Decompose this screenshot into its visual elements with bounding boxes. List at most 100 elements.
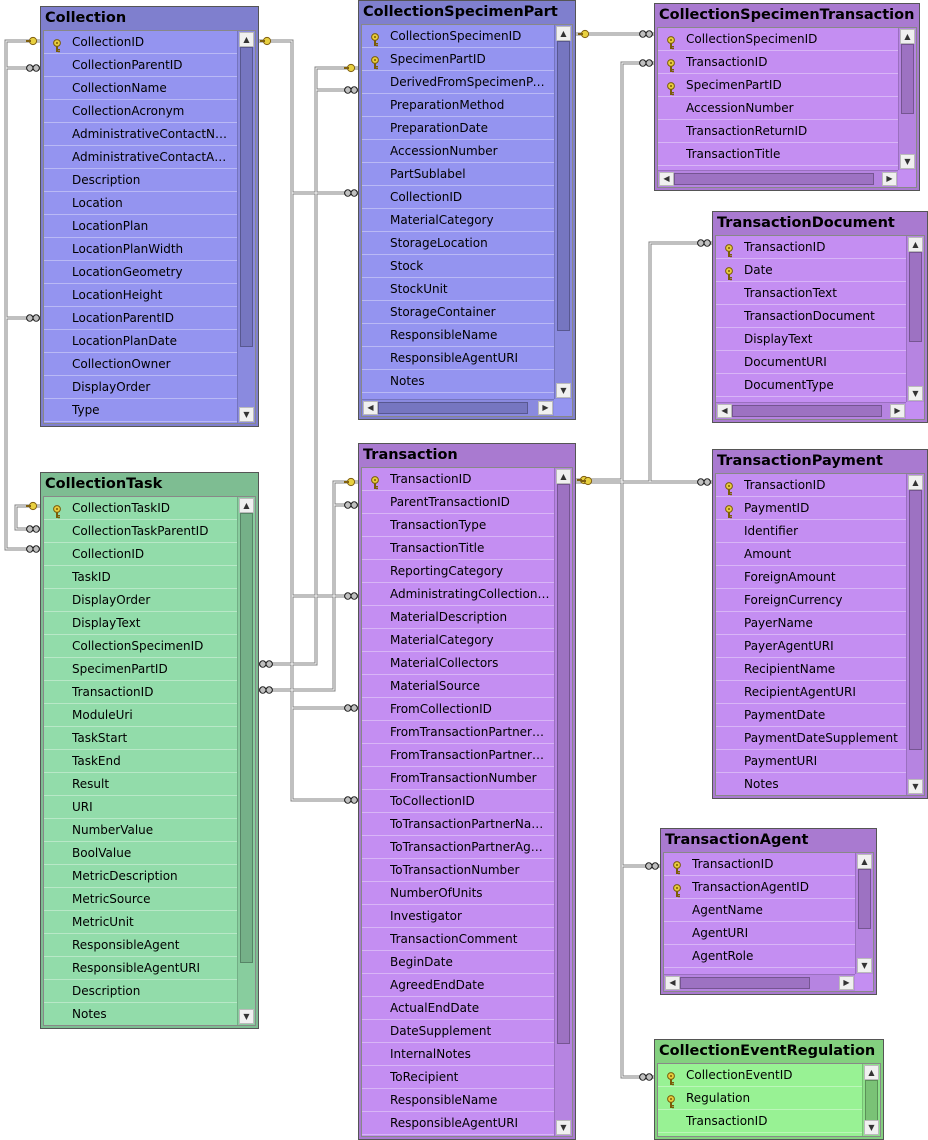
vertical-scrollbar[interactable]: ▲▼: [554, 25, 572, 399]
column-row[interactable]: TransactionID: [44, 681, 237, 704]
scrollbar-thumb[interactable]: [240, 47, 253, 347]
column-row[interactable]: LocationGeometry: [44, 261, 237, 284]
column-row[interactable]: Result: [44, 773, 237, 796]
column-row[interactable]: Location: [44, 192, 237, 215]
column-row[interactable]: TransactionDocument: [716, 305, 906, 328]
column-row[interactable]: PayerAgentURI: [716, 635, 906, 658]
column-row[interactable]: Date: [716, 259, 906, 282]
column-row[interactable]: MaterialCategory: [362, 629, 554, 652]
column-row[interactable]: DisplayOrder: [44, 376, 237, 399]
scroll-right-arrow-icon[interactable]: ▶: [839, 976, 854, 990]
scrollbar-thumb[interactable]: [674, 173, 874, 185]
scroll-up-arrow-icon[interactable]: ▲: [908, 475, 923, 490]
column-row[interactable]: CollectionID: [44, 543, 237, 566]
column-row[interactable]: ToTransactionPartnerAgent...: [362, 836, 554, 859]
scroll-right-arrow-icon[interactable]: ▶: [538, 401, 553, 415]
column-row[interactable]: MaterialCategory: [362, 209, 554, 232]
column-row[interactable]: AgentName: [664, 899, 855, 922]
column-row[interactable]: MaterialSource: [362, 675, 554, 698]
column-row[interactable]: MetricDescription: [44, 865, 237, 888]
column-row[interactable]: TaskStart: [44, 727, 237, 750]
table-title[interactable]: TransactionAgent: [661, 829, 876, 851]
column-row[interactable]: Description: [44, 980, 237, 1003]
column-row[interactable]: ForeignAmount: [716, 566, 906, 589]
scroll-down-arrow-icon[interactable]: ▼: [908, 779, 923, 794]
column-row[interactable]: TransactionText: [716, 282, 906, 305]
scroll-right-arrow-icon[interactable]: ▶: [882, 172, 897, 186]
column-row[interactable]: DisplayText: [716, 328, 906, 351]
column-row[interactable]: CollectionSpecimenID: [362, 25, 554, 48]
column-row[interactable]: FromTransactionNumber: [362, 767, 554, 790]
column-row[interactable]: ResponsibleName: [362, 324, 554, 347]
column-row[interactable]: ResponsibleAgent: [44, 934, 237, 957]
column-row[interactable]: CollectionTaskParentID: [44, 520, 237, 543]
column-row[interactable]: DerivedFromSpecimenPartID: [362, 71, 554, 94]
column-row[interactable]: RecipientName: [716, 658, 906, 681]
table-title[interactable]: Transaction: [359, 444, 575, 466]
column-row[interactable]: DisplayOrder: [44, 589, 237, 612]
column-row[interactable]: PaymentURI: [716, 750, 906, 773]
scroll-down-arrow-icon[interactable]: ▼: [556, 383, 571, 398]
column-row[interactable]: AccessionNumber: [362, 140, 554, 163]
horizontal-scrollbar[interactable]: ◀▶: [716, 402, 906, 419]
column-row[interactable]: LocationPlanDate: [44, 330, 237, 353]
scrollbar-thumb[interactable]: [909, 490, 922, 750]
scroll-up-arrow-icon[interactable]: ▲: [900, 29, 915, 44]
column-row[interactable]: Stock: [362, 255, 554, 278]
vertical-scrollbar[interactable]: ▲▼: [862, 1064, 880, 1136]
scroll-down-arrow-icon[interactable]: ▼: [900, 154, 915, 169]
column-row[interactable]: AdministratingCollectionID: [362, 583, 554, 606]
scroll-up-arrow-icon[interactable]: ▲: [857, 854, 872, 869]
scrollbar-thumb[interactable]: [557, 41, 570, 331]
column-row[interactable]: ResponsibleAgentURI: [362, 1112, 554, 1135]
scroll-down-arrow-icon[interactable]: ▼: [556, 1120, 571, 1135]
vertical-scrollbar[interactable]: ▲▼: [237, 497, 255, 1025]
column-row[interactable]: CollectionTaskID: [44, 497, 237, 520]
column-row[interactable]: PreparationMethod: [362, 94, 554, 117]
scroll-down-arrow-icon[interactable]: ▼: [857, 958, 872, 973]
column-row[interactable]: CollectionAcronym: [44, 100, 237, 123]
column-row[interactable]: ForeignCurrency: [716, 589, 906, 612]
column-row[interactable]: BeginDate: [362, 951, 554, 974]
scroll-up-arrow-icon[interactable]: ▲: [864, 1065, 879, 1080]
column-row[interactable]: StorageContainer: [362, 301, 554, 324]
column-row[interactable]: Identifier: [716, 520, 906, 543]
column-row[interactable]: TransactionAgentID: [664, 876, 855, 899]
table-title[interactable]: CollectionEventRegulation: [655, 1040, 883, 1062]
column-row[interactable]: PaymentID: [716, 497, 906, 520]
column-row[interactable]: ToTransactionPartnerName: [362, 813, 554, 836]
column-row[interactable]: BoolValue: [44, 842, 237, 865]
column-row[interactable]: Investigator: [362, 905, 554, 928]
column-row[interactable]: TransactionTitle: [362, 537, 554, 560]
column-row[interactable]: Notes: [362, 370, 554, 393]
column-row[interactable]: Type: [44, 399, 237, 422]
column-row[interactable]: ResponsibleAgentURI: [362, 347, 554, 370]
table-title[interactable]: CollectionSpecimenTransaction: [655, 4, 919, 26]
column-row[interactable]: DocumentURI: [716, 351, 906, 374]
column-row[interactable]: CollectionEventID: [658, 1064, 862, 1087]
column-row[interactable]: TransactionID: [658, 1110, 862, 1133]
column-row[interactable]: SpecimenPartID: [362, 48, 554, 71]
column-row[interactable]: ActualEndDate: [362, 997, 554, 1020]
vertical-scrollbar[interactable]: ▲▼: [554, 468, 572, 1136]
column-row[interactable]: DisplayText: [44, 612, 237, 635]
column-row[interactable]: TransactionID: [664, 853, 855, 876]
column-row[interactable]: FromTransactionPartnerNa...: [362, 721, 554, 744]
column-row[interactable]: Description: [44, 169, 237, 192]
scroll-up-arrow-icon[interactable]: ▲: [908, 237, 923, 252]
column-row[interactable]: Amount: [716, 543, 906, 566]
vertical-scrollbar[interactable]: ▲▼: [906, 236, 924, 402]
column-row[interactable]: FromTransactionPartnerAge...: [362, 744, 554, 767]
scrollbar-thumb[interactable]: [865, 1080, 878, 1122]
scrollbar-thumb[interactable]: [557, 484, 570, 1044]
column-row[interactable]: NumberOfUnits: [362, 882, 554, 905]
column-row[interactable]: URI: [44, 796, 237, 819]
vertical-scrollbar[interactable]: ▲▼: [906, 474, 924, 795]
column-row[interactable]: DateSupplement: [362, 1020, 554, 1043]
scrollbar-thumb[interactable]: [378, 402, 528, 414]
column-row[interactable]: ToCollectionID: [362, 790, 554, 813]
column-row[interactable]: InternalNotes: [362, 1043, 554, 1066]
